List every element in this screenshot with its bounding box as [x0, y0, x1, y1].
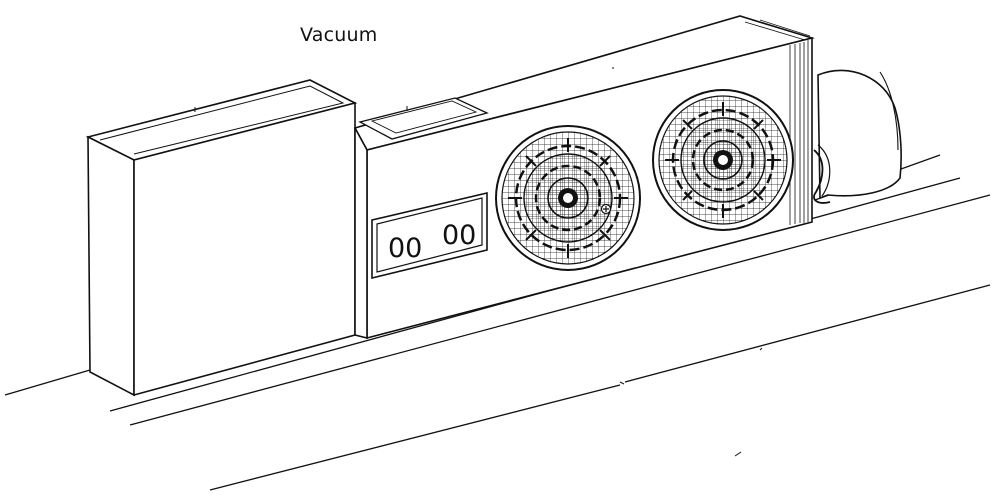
fastener-icon — [602, 205, 611, 214]
left-cabinet — [88, 80, 355, 395]
display-digits-right: 00 — [442, 220, 476, 251]
fan-left — [496, 126, 640, 270]
display-digits-left: 00 — [388, 233, 422, 264]
floor-line-upper — [5, 370, 90, 395]
duct-elbow-icon — [814, 70, 901, 202]
fan-right — [653, 90, 793, 230]
housing-left-face — [355, 128, 367, 338]
vacuum-label: Vacuum — [300, 24, 377, 46]
fan-icon — [653, 90, 793, 230]
fan-icon — [496, 126, 640, 270]
left-cabinet-front — [88, 137, 134, 395]
